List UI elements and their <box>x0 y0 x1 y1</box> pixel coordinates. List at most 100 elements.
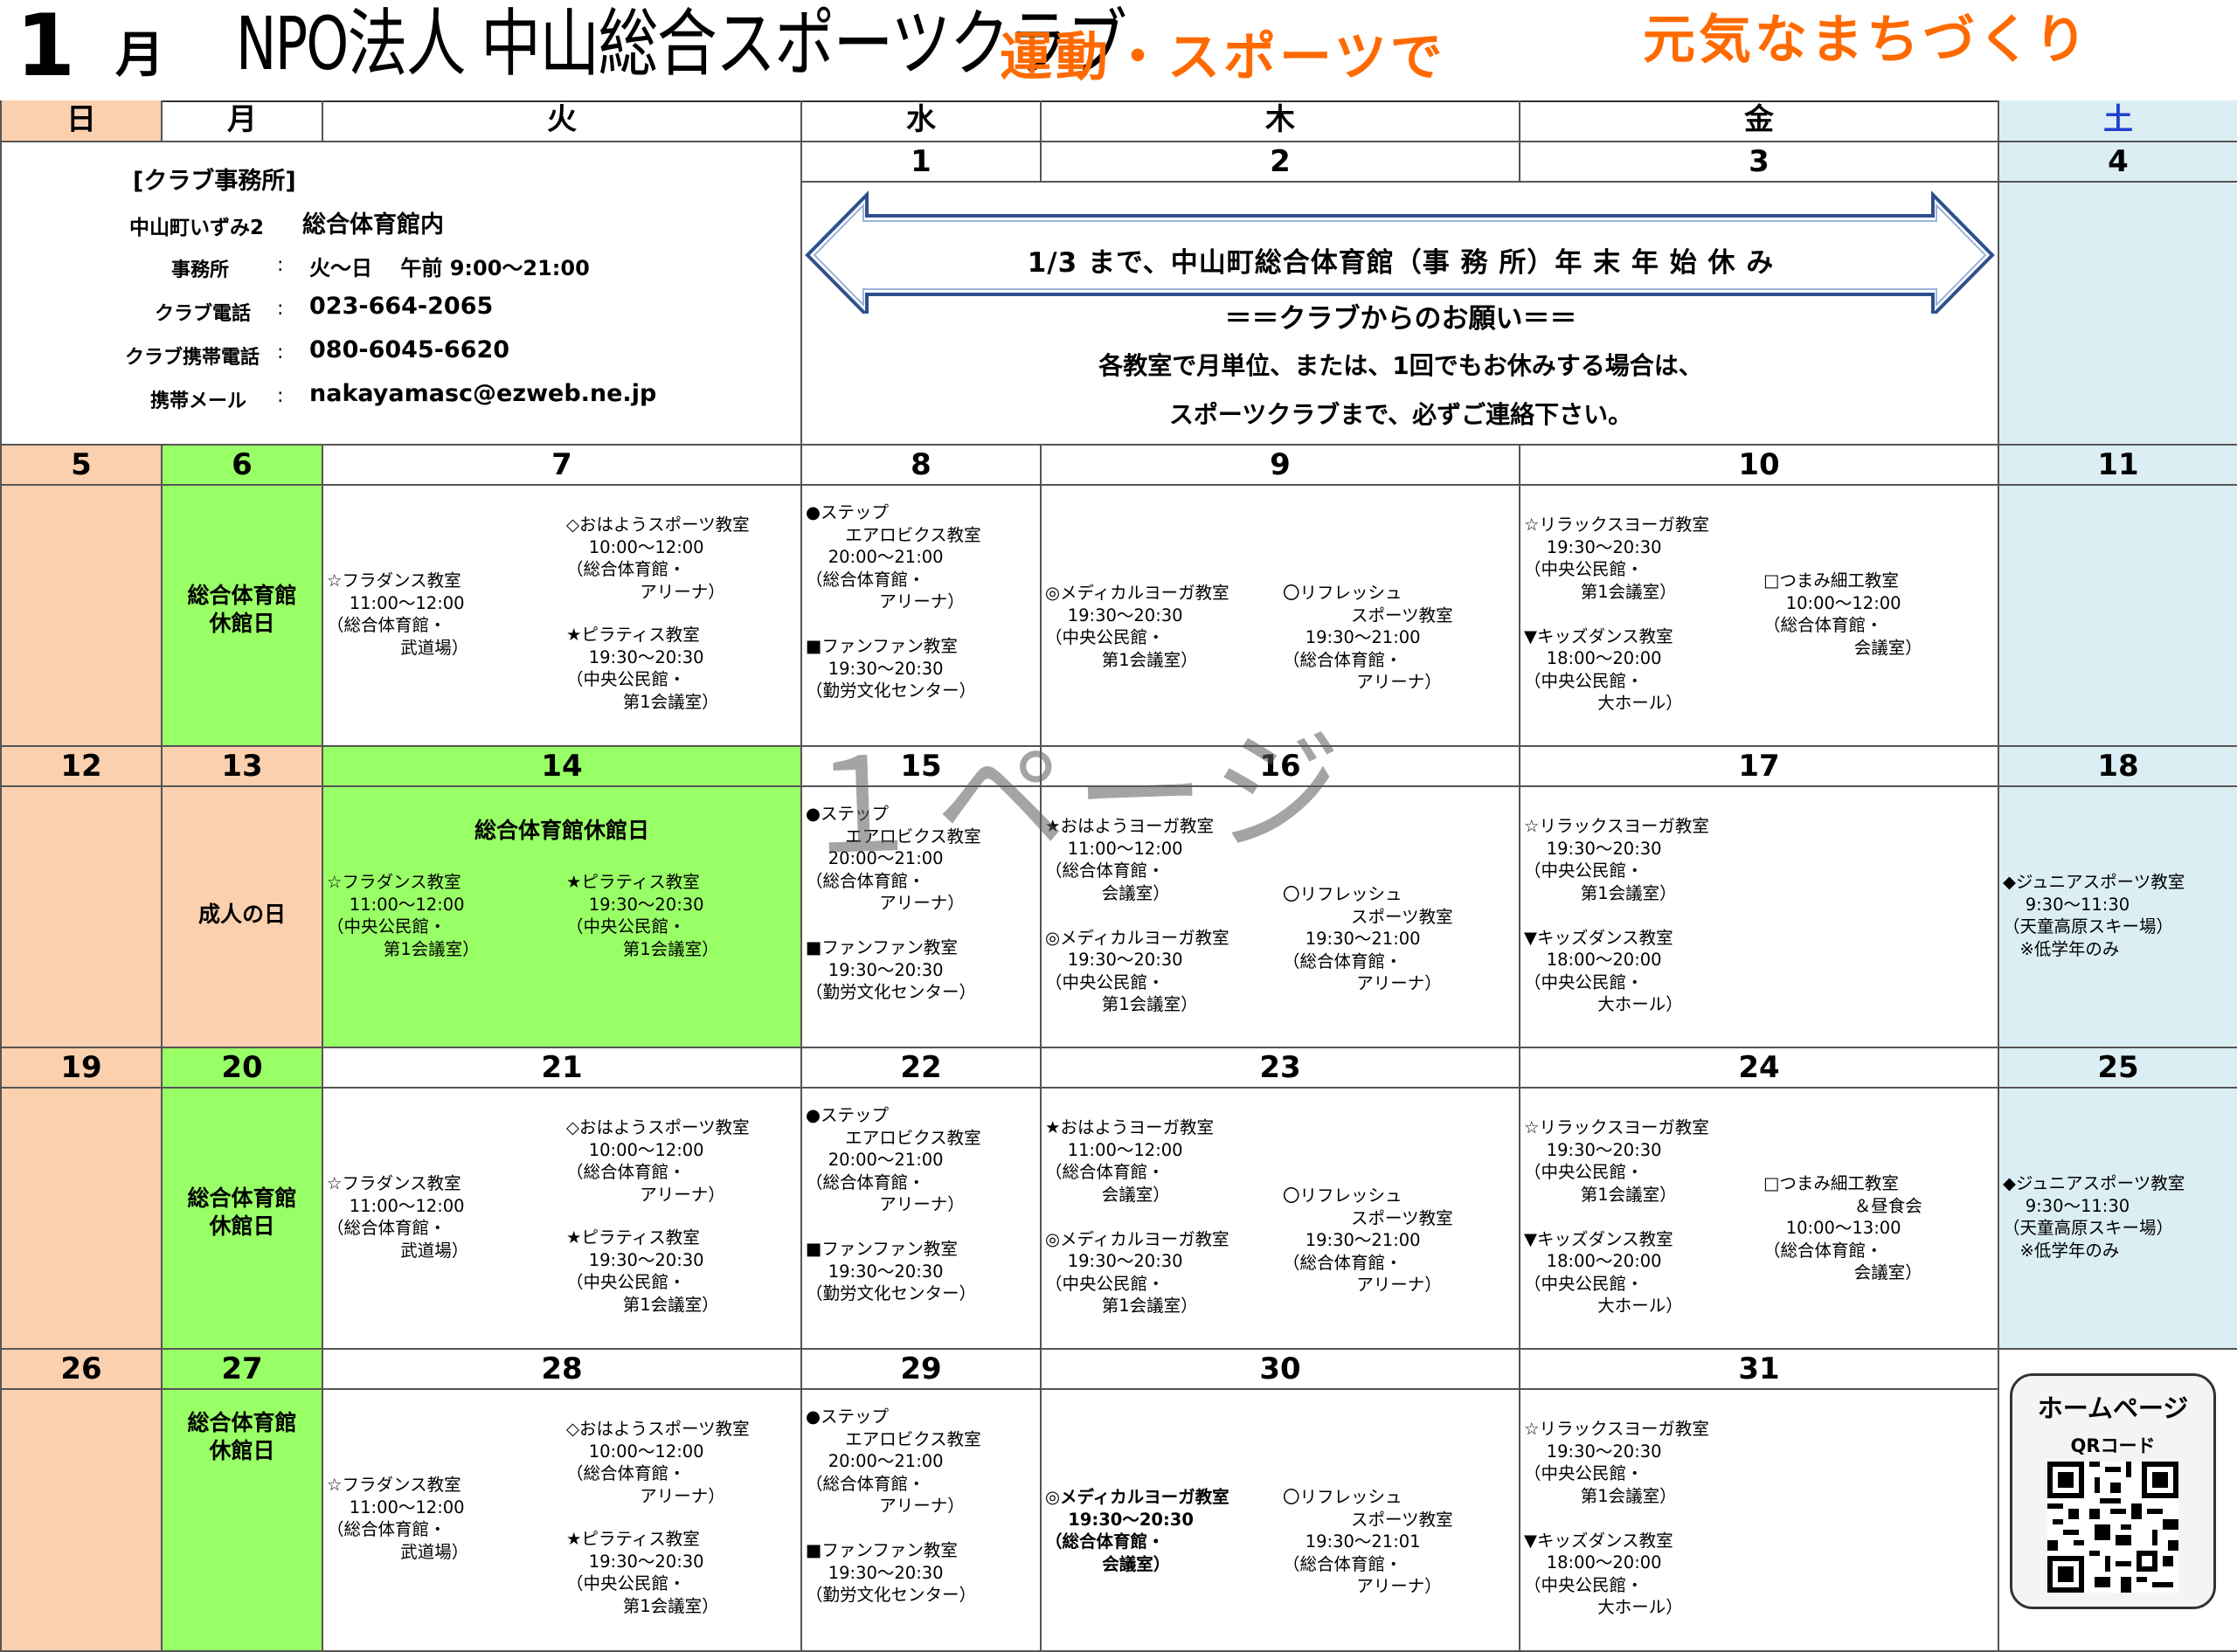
pilates-class: ★ピラティス教室 19:30～20:30 （中央公民館・ 第1会議室） <box>566 872 719 959</box>
closed-label: 総合体育館 休館日 <box>187 1185 297 1239</box>
date-2: 2 <box>1042 142 1520 183</box>
date-25: 25 <box>1999 1048 2237 1089</box>
hours-colon: : <box>277 254 284 276</box>
relax-kids-classes: ☆リラックスヨーガ教室 19:30～20:30 （中央公民館・ 第1会議室） ▼… <box>1524 1419 1709 1617</box>
date-14: 14 <box>323 747 802 787</box>
organization-name: NPO法人 中山総合スポーツクラブ <box>236 1 1127 86</box>
slogan-part-2: 元気なまちづくり <box>1643 10 2090 71</box>
junior-sports-class: ◆ジュニアスポーツ教室 9:30～11:30 （天童高原スキー場） ※低学年のみ <box>2003 872 2185 959</box>
date-6: 6 <box>163 446 323 486</box>
day-10-body: ☆リラックスヨーガ教室 19:30～20:30 （中央公民館・ 第1会議室） ▼… <box>1520 486 1999 747</box>
pilates-class: ★ピラティス教室 19:30～20:30 （中央公民館・ 第1会議室） <box>566 1227 719 1315</box>
date-28: 28 <box>323 1350 802 1390</box>
date-31: 31 <box>1520 1350 1999 1390</box>
month-number: 1 <box>16 0 76 96</box>
mobile-colon: : <box>277 342 284 363</box>
date-18: 18 <box>1999 747 2237 787</box>
weekday-fri: 金 <box>1520 100 1999 142</box>
page-header: 1 月 NPO法人 中山総合スポーツクラブ 運動・スポーツで 元気なまちづくり <box>0 0 2237 102</box>
date-1: 1 <box>802 142 1042 183</box>
qr-subtitle: QRコード <box>2070 1435 2156 1456</box>
mail-key: 携帯メール <box>149 391 246 412</box>
date-9: 9 <box>1042 446 1520 486</box>
day-23-body: ★おはようヨーガ教室 11:00～12:00 （総合体育館・ 会議室） ◎メディ… <box>1042 1089 1520 1350</box>
date-19: 19 <box>2 1048 163 1089</box>
refresh-sports-class: 〇リフレッシュ スポーツ教室 19:30～21:01 （総合体育館・ アリーナ） <box>1283 1487 1453 1596</box>
day-9-body: ◎メディカルヨーガ教室 19:30～20:30 （中央公民館・ 第1会議室） 〇… <box>1042 486 1520 747</box>
refresh-sports-class: 〇リフレッシュ スポーツ教室 19:30～21:00 （総合体育館・ アリーナ） <box>1283 884 1453 993</box>
day-14-body: 総合体育館休館日 ☆フラダンス教室 11:00～12:00 （中央公民館・ 第1… <box>323 787 802 1048</box>
mobile-key: クラブ携帯電話 <box>124 347 260 369</box>
address-key: 中山町いずみ2 <box>128 217 264 239</box>
month-suffix: 月 <box>115 27 164 84</box>
day-16-body: ★おはようヨーガ教室 11:00～12:00 （総合体育館・ 会議室） ◎メディ… <box>1042 787 1520 1048</box>
junior-sports-class: ◆ジュニアスポーツ教室 9:30～11:30 （天童高原スキー場） ※低学年のみ <box>2003 1173 2185 1261</box>
refresh-sports-class: 〇リフレッシュ スポーツ教室 19:30～21:00 （総合体育館・ アリーナ） <box>1283 1185 1453 1295</box>
step-fanfan-classes: ●ステップ エアロビクス教室 20:00～21:00 （総合体育館・ アリーナ）… <box>806 1407 981 1605</box>
day-15-body: ●ステップ エアロビクス教室 20:00～21:00 （総合体育館・ アリーナ）… <box>802 787 1042 1048</box>
day-11-body <box>1999 486 2237 747</box>
request-title: ＝＝クラブからのお願い＝＝ <box>1224 303 1577 335</box>
closed-label: 総合体育館休館日 <box>474 818 649 843</box>
date-21: 21 <box>323 1048 802 1089</box>
day-18-body: ◆ジュニアスポーツ教室 9:30～11:30 （天童高原スキー場） ※低学年のみ <box>1999 787 2237 1048</box>
date-5: 5 <box>2 446 163 486</box>
mail-value: nakayamasc@ezweb.ne.jp <box>309 380 657 407</box>
request-line-1: 各教室で月単位、または、1回でもお休みする場合は、 <box>1098 351 1703 380</box>
day-5-body <box>2 486 163 747</box>
hula-class: ☆フラダンス教室 11:00～12:00 （中央公民館・ 第1会議室） <box>327 872 480 959</box>
hula-class: ☆フラダンス教室 11:00～12:00 （総合体育館・ 武道場） <box>327 1475 469 1562</box>
step-fanfan-classes: ●ステップ エアロビクス教室 20:00～21:00 （総合体育館・ アリーナ）… <box>806 804 981 1002</box>
weekday-tue: 火 <box>323 100 802 142</box>
closed-label: 総合体育館 休館日 <box>187 1410 297 1463</box>
day-28-body: ☆フラダンス教室 11:00～12:00 （総合体育館・ 武道場） ◇おはようス… <box>323 1390 802 1652</box>
coming-of-age-day: 成人の日 <box>197 902 286 927</box>
relax-kids-classes: ☆リラックスヨーガ教室 19:30～20:30 （中央公民館・ 第1会議室） ▼… <box>1524 816 1709 1014</box>
phone-colon: : <box>277 298 284 320</box>
weekday-wed: 水 <box>802 100 1042 142</box>
tsumami-lunch-class: □つまみ細工教室 ＆昼食会 10:00～13:00 （総合体育館・ 会議室） <box>1763 1173 1922 1282</box>
day-25-body: ◆ジュニアスポーツ教室 9:30～11:30 （天童高原スキー場） ※低学年のみ <box>1999 1089 2237 1350</box>
slogan-part-1: 運動・スポーツで <box>1000 27 1446 88</box>
date-10: 10 <box>1520 446 1999 486</box>
day-26-body <box>2 1390 163 1652</box>
homepage-qr-box[interactable]: ホームページ QRコード <box>2010 1373 2216 1609</box>
weekday-mon: 月 <box>163 100 323 142</box>
date-13: 13 <box>163 747 323 787</box>
closure-notice: 1/3 まで、中山町総合体育館（事 務 所）年 末 年 始 休 み <box>1027 247 1775 279</box>
refresh-sports-class: 〇リフレッシュ スポーツ教室 19:30～21:00 （総合体育館・ アリーナ） <box>1283 583 1453 692</box>
double-arrow-shape <box>805 190 1995 314</box>
weekday-thu: 木 <box>1042 100 1520 142</box>
mobile-value: 080-6045-6620 <box>309 336 510 363</box>
day-13-body: 成人の日 <box>163 787 323 1048</box>
date-30: 30 <box>1042 1350 1520 1390</box>
day-27-body: 総合体育館 休館日 <box>163 1390 323 1652</box>
closed-label: 総合体育館 休館日 <box>187 583 297 636</box>
office-title: [クラブ事務所] <box>133 168 296 195</box>
weekday-sun: 日 <box>2 100 163 142</box>
day-17-body: ☆リラックスヨーガ教室 19:30～20:30 （中央公民館・ 第1会議室） ▼… <box>1520 787 1999 1048</box>
date-12: 12 <box>2 747 163 787</box>
date-7: 7 <box>323 446 802 486</box>
relax-kids-classes: ☆リラックスヨーガ教室 19:30～20:30 （中央公民館・ 第1会議室） ▼… <box>1524 515 1709 713</box>
date-17: 17 <box>1520 747 1999 787</box>
date-26: 26 <box>2 1350 163 1390</box>
step-fanfan-classes: ●ステップ エアロビクス教室 20:00～21:00 （総合体育館・ アリーナ）… <box>806 1105 981 1303</box>
ohayo-sports-class: ◇おはようスポーツ教室 10:00～12:00 （総合体育館・ アリーナ） <box>566 1117 750 1205</box>
address-value: 総合体育館内 <box>302 211 444 238</box>
weekday-sat: 土 <box>1999 100 2237 142</box>
day-30-body: ◎メディカルヨーガ教室 19:30～20:30 （総合体育館・ 会議室） 〇リフ… <box>1042 1390 1520 1652</box>
day-12-body <box>2 787 163 1048</box>
qr-code-icon[interactable] <box>2047 1462 2178 1593</box>
step-fanfan-classes: ●ステップ エアロビクス教室 20:00～21:00 （総合体育館・ アリーナ）… <box>806 502 981 701</box>
day-6-body: 総合体育館 休館日 <box>163 486 323 747</box>
tsumami-class: □つまみ細工教室 10:00～12:00 （総合体育館・ 会議室） <box>1763 570 1922 658</box>
date-3: 3 <box>1520 142 1999 183</box>
medical-yoga-class: ◎メディカルヨーガ教室 19:30～20:30 （総合体育館・ 会議室） <box>1045 1487 1229 1574</box>
pilates-class: ★ピラティス教室 19:30～20:30 （中央公民館・ 第1会議室） <box>566 1529 719 1616</box>
qr-title: ホームページ <box>2037 1393 2189 1423</box>
date-4: 4 <box>1999 142 2237 183</box>
date-11: 11 <box>1999 446 2237 486</box>
date-23: 23 <box>1042 1048 1520 1089</box>
day-31-body: ☆リラックスヨーガ教室 19:30～20:30 （中央公民館・ 第1会議室） ▼… <box>1520 1390 1999 1652</box>
